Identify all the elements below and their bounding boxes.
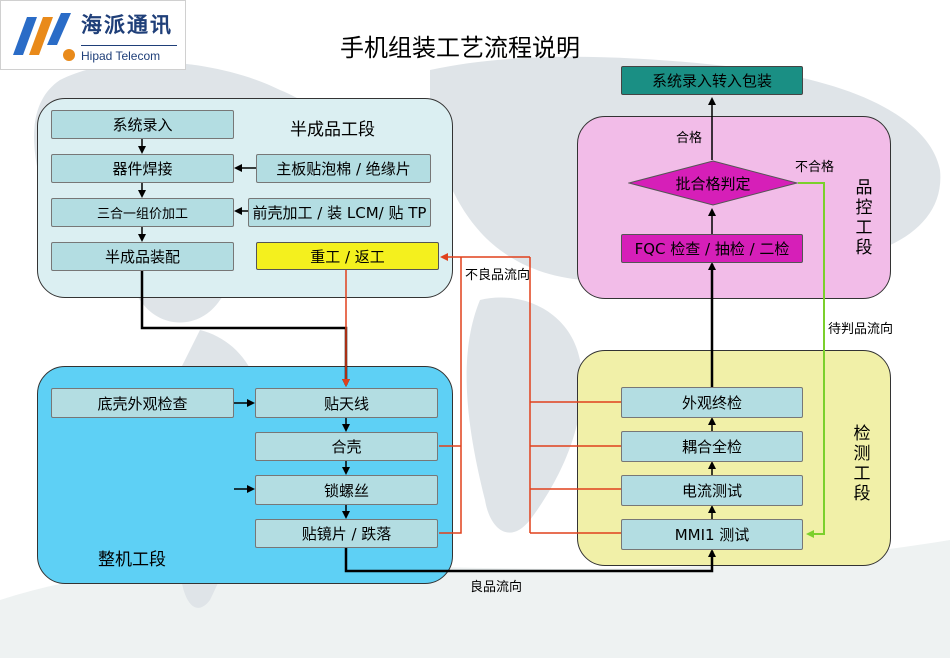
box-lens-drop: 贴镜片 / 跌落 — [255, 519, 438, 548]
whole-stage-label: 整机工段 — [98, 550, 166, 570]
box-three-in-one: 三合一组价加工 — [51, 198, 234, 227]
brand-name-en: Hipad Telecom — [81, 49, 161, 63]
batch-judge-diamond — [628, 160, 798, 206]
box-fqc-check: FQC 检查 / 抽检 / 二检 — [621, 234, 803, 263]
box-front-shell: 前壳加工 / 装 LCM/ 贴 TP — [248, 198, 431, 227]
label-good-flow: 良品流向 — [470, 580, 523, 595]
brand-name-cn: 海派通讯 — [81, 13, 173, 37]
box-bottom-shell-check: 底壳外观检查 — [51, 388, 234, 418]
label-pass: 合格 — [676, 131, 703, 146]
quality-control-stage-panel — [577, 116, 891, 299]
hipad-logo-icon — [13, 13, 75, 61]
batch-judge-label: 批合格判定 — [675, 174, 751, 193]
box-system-entry: 系统录入 — [51, 110, 234, 139]
brand-divider — [81, 45, 177, 46]
brand-logo: 海派通讯 Hipad Telecom — [0, 0, 186, 70]
box-screw: 锁螺丝 — [255, 475, 438, 505]
arrow-semi-to-antenna — [140, 271, 350, 387]
arrow-pending-flow — [798, 182, 825, 538]
arrow-good-flow — [344, 548, 716, 573]
test-stage-label: 检测工段 — [853, 424, 871, 504]
qc-stage-label: 品控工段 — [855, 178, 873, 258]
box-current-test: 电流测试 — [621, 475, 803, 506]
box-board-foam: 主板贴泡棉 / 绝缘片 — [256, 154, 431, 183]
page-title: 手机组装工艺流程说明 — [340, 34, 580, 62]
semi-stage-label: 半成品工段 — [290, 120, 375, 140]
box-semi-assembly: 半成品装配 — [51, 242, 234, 271]
box-close-shell: 合壳 — [255, 432, 438, 461]
label-pending-flow: 待判品流向 — [828, 322, 894, 337]
label-fail: 不合格 — [795, 160, 835, 175]
label-defect-flow: 不良品流向 — [465, 268, 531, 283]
box-final-visual-check: 外观终检 — [621, 387, 803, 418]
box-mmi-test: MMI1 测试 — [621, 519, 803, 550]
arrow-lens-defect — [439, 257, 462, 534]
box-rework: 重工 / 返工 — [256, 242, 439, 270]
box-antenna: 贴天线 — [255, 388, 438, 418]
box-component-soldering: 器件焊接 — [51, 154, 234, 183]
box-system-pack: 系统录入转入包装 — [621, 66, 803, 95]
box-coupling-check: 耦合全检 — [621, 431, 803, 462]
